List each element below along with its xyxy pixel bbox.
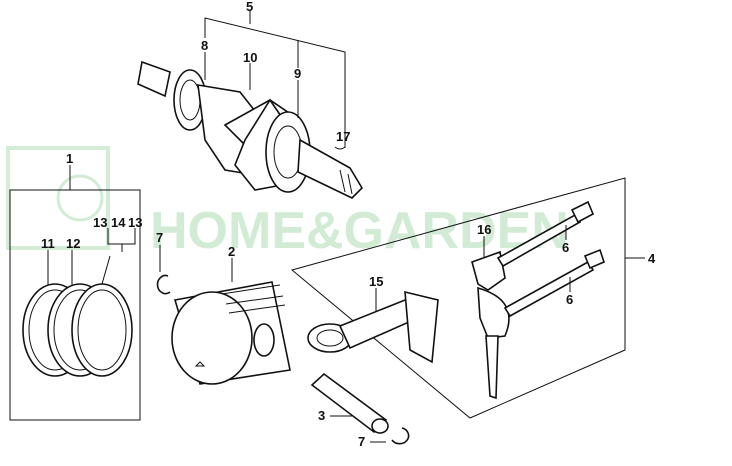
- crankshaft-thread-marks: [339, 169, 353, 195]
- callout-13b: 13: [128, 215, 142, 230]
- bracket-group-5: [204, 17, 346, 140]
- callout-7-upper: 7: [156, 230, 163, 245]
- group-1-frame: [9, 189, 141, 421]
- callout-12: 12: [66, 236, 80, 251]
- callout-4: 4: [648, 251, 656, 266]
- watermark-text: HOME&GARDEN: [150, 202, 569, 260]
- crankshaft: [137, 60, 364, 199]
- rod-cap-body: [477, 286, 510, 339]
- watermark-logo-circle: [56, 174, 104, 222]
- callout-14: 14: [111, 215, 126, 230]
- callout-5: 5: [246, 0, 253, 14]
- callout-17: 17: [336, 129, 350, 144]
- circlip-7-lower: [391, 427, 410, 445]
- connecting-rod: [307, 290, 439, 364]
- watermark: HOME&GARDEN: [6, 146, 569, 260]
- callout-1: 1: [66, 151, 73, 166]
- piston-ring-grooves: [221, 284, 286, 314]
- rod-big-end: [404, 290, 439, 364]
- callout-6-lower: 6: [566, 292, 573, 307]
- callouts: 5 8 10 9 17 1 13 14 13 11 12 7 2 16 6 4 …: [41, 0, 656, 449]
- callout-8: 8: [201, 38, 208, 53]
- piston-pin: [310, 372, 389, 434]
- callout-11: 11: [41, 236, 55, 251]
- callout-16: 16: [477, 222, 491, 237]
- group-4-frame: [290, 177, 626, 419]
- rod-cap-upper: [471, 250, 506, 291]
- piston-pin-body: [310, 372, 388, 434]
- callout-2: 2: [228, 244, 235, 259]
- bracket-rings-13-14: [107, 228, 136, 245]
- callout-9: 9: [294, 66, 301, 81]
- piston-rings: [22, 283, 133, 377]
- callout-13a: 13: [93, 215, 107, 230]
- callout-3: 3: [318, 408, 325, 423]
- ring-13-inner: [77, 289, 127, 371]
- crankshaft-end-taper: [137, 60, 171, 98]
- bolts: [496, 200, 605, 318]
- ring-13: [71, 283, 133, 377]
- crankshaft-output-shaft: [297, 138, 364, 199]
- piston-pin-end: [371, 418, 389, 434]
- bolt-upper: [496, 213, 582, 268]
- callout-15: 15: [369, 274, 383, 289]
- rod-small-end-bore: [316, 329, 344, 347]
- bolt-lower-head: [583, 248, 605, 270]
- piston: [171, 281, 291, 385]
- piston-crown: [171, 291, 253, 385]
- callout-6-upper: 6: [562, 240, 569, 255]
- key-17: [334, 146, 346, 150]
- watermark-logo-icon: [6, 146, 110, 250]
- bolt-lower: [503, 260, 595, 318]
- circlip-7-upper: [156, 274, 171, 295]
- callout-7-lower: 7: [358, 434, 365, 449]
- bolt-upper-head: [570, 200, 595, 224]
- piston-arrow-mark: [194, 361, 206, 367]
- oil-dipper: [485, 335, 499, 400]
- callout-10: 10: [243, 50, 257, 65]
- piston-pin-boss: [253, 323, 275, 357]
- rod-cap: [471, 250, 510, 400]
